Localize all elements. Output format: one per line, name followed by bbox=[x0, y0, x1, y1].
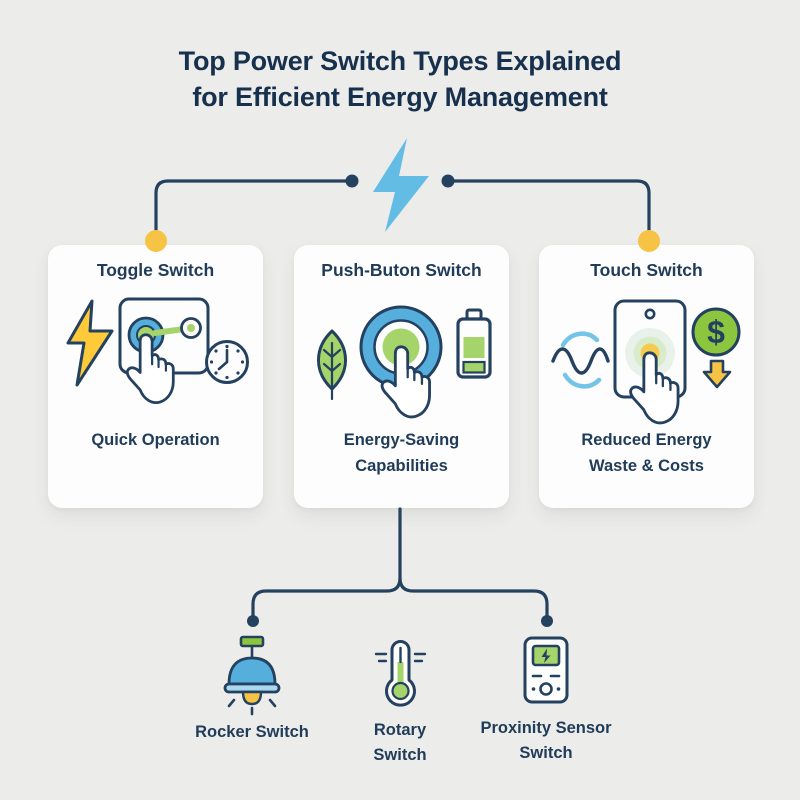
sub-switch-proximity-sensor: Proxinity Sensor Switch bbox=[461, 632, 631, 766]
card-title: Toggle Switch bbox=[96, 260, 215, 280]
bottom-dot-right bbox=[541, 615, 553, 627]
page-title: Top Power Switch Types Explained for Eff… bbox=[0, 44, 800, 115]
bottom-dot-left bbox=[247, 615, 259, 627]
card-caption: Energy-Saving Capabilities bbox=[343, 431, 460, 475]
switch-card-push-button: Push-Buton Switch Energy bbox=[294, 245, 509, 508]
page-title-line-2: for Efficient Energy Management bbox=[192, 81, 608, 112]
switch-card-touch: Touch Switch $ bbox=[539, 245, 754, 508]
bottom-connector-left bbox=[251, 507, 402, 617]
clock-icon bbox=[205, 340, 249, 384]
sound-wave-icon bbox=[551, 331, 610, 389]
toggle-switch-icon-cluster bbox=[66, 297, 249, 404]
push-button-icon-cluster bbox=[317, 305, 492, 419]
touch-switch-icon-cluster: $ bbox=[551, 299, 741, 425]
sub-switch-rotary: Rotary Switch bbox=[350, 634, 450, 768]
svg-text:$: $ bbox=[707, 314, 725, 350]
card-caption: Reduced Energy Waste & Costs bbox=[581, 431, 712, 475]
sub-switch-label: Proxinity Sensor Switch bbox=[480, 719, 612, 762]
thermometer-icon bbox=[374, 640, 427, 707]
top-right-connector bbox=[446, 179, 651, 236]
card-caption: Quick Operation bbox=[91, 431, 220, 449]
pendant-lamp-icon bbox=[223, 635, 281, 716]
lightning-bolt-icon bbox=[373, 138, 429, 232]
bottom-connector-right bbox=[398, 576, 549, 617]
lightning-icon bbox=[66, 299, 114, 387]
connector-dot-right bbox=[441, 174, 455, 188]
dollar-circle-icon: $ bbox=[691, 307, 741, 357]
card-title: Touch Switch bbox=[590, 260, 703, 280]
connector-dot-left bbox=[345, 174, 359, 188]
switch-card-toggle: Toggle Switch bbox=[48, 245, 263, 508]
page-title-line-1: Top Power Switch Types Explained bbox=[178, 46, 622, 76]
card-title: Push-Buton Switch bbox=[321, 260, 482, 280]
pointing-hand-icon bbox=[629, 351, 680, 425]
battery-icon bbox=[456, 308, 492, 379]
sub-switch-label: Rocker Switch bbox=[195, 723, 309, 741]
pointing-hand-icon bbox=[125, 333, 175, 404]
sub-switch-label: Rotary Switch bbox=[373, 721, 427, 764]
sensor-device-icon bbox=[523, 636, 569, 704]
leaf-icon bbox=[317, 329, 347, 401]
down-arrow-icon bbox=[702, 359, 732, 389]
sub-switch-rocker: Rocker Switch bbox=[172, 634, 332, 745]
pointing-hand-icon bbox=[380, 345, 431, 419]
top-left-connector bbox=[154, 179, 354, 236]
